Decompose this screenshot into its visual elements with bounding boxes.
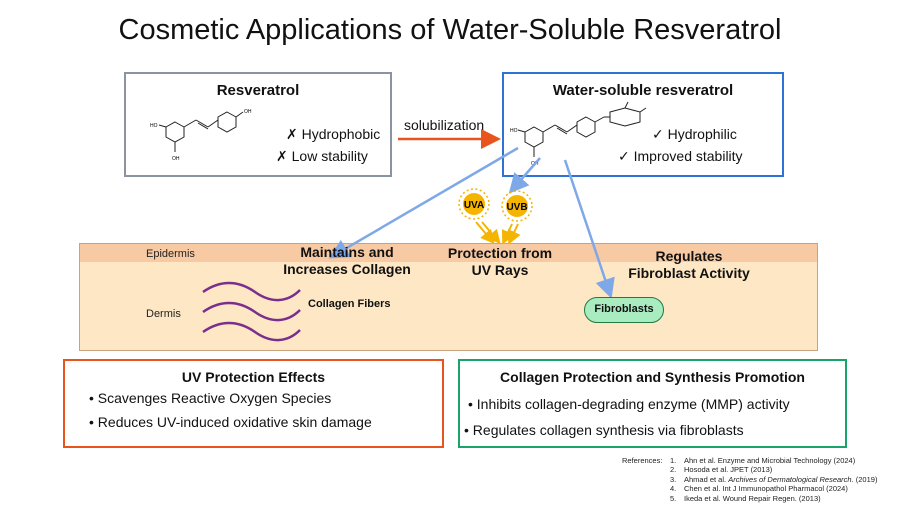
uv-protection-title: UV Protection Effects	[181, 369, 326, 385]
res-oh-label: OH	[244, 109, 252, 115]
collagen-fibers-icon	[202, 281, 301, 342]
arrow-to-collagen	[328, 146, 519, 259]
uva-sun-icon	[458, 188, 490, 220]
hydrophobic-prop: ✗ Hydrophobic	[286, 126, 381, 142]
collagen-protection-box: Collagen Protection and Synthesis Promot…	[458, 359, 847, 448]
resveratrol-box: Resveratrol ✗ Hydrophobic ✗ Low stabilit…	[124, 72, 392, 177]
references-label: References:	[622, 456, 663, 465]
res-oh2-label: OH	[172, 156, 180, 162]
solubilization-label: solubilization	[404, 117, 485, 133]
page-title: Cosmetic Applications of Water-Soluble R…	[118, 14, 782, 46]
reference-item: 4.Chen et al. Int J Immunopathol Pharmac…	[670, 484, 848, 494]
uv-ray-2	[481, 221, 501, 245]
hydrophilic-prop: ✓ Hydrophilic	[652, 126, 737, 142]
arrow-to-uv	[508, 157, 541, 194]
collagen-bullet-2: • Regulates collagen synthesis via fibro…	[464, 422, 744, 438]
res-ho-label: HO	[150, 123, 158, 129]
uv-bullet-1: • Scavenges Reactive Oxygen Species	[89, 390, 332, 406]
uvb-sun-icon	[501, 190, 533, 222]
epidermis-label: Epidermis	[146, 248, 195, 260]
uvb-label: UVB	[506, 202, 527, 213]
collagen-fibers-label: Collagen Fibers	[308, 298, 391, 310]
water-soluble-box: Water-soluble resveratrol ✓ Hydrophilic …	[502, 72, 784, 177]
collagen-protection-title: Collagen Protection and Synthesis Promot…	[500, 369, 805, 385]
arrow-to-fibroblasts	[563, 159, 615, 299]
ws-ho-label: HO	[510, 128, 518, 134]
dermis-label: Dermis	[146, 308, 181, 320]
water-soluble-molecule-icon	[517, 101, 647, 157]
uva-label: UVA	[464, 200, 484, 211]
references: References:1.Ahn et al. Enzyme and Micro…	[622, 456, 877, 503]
uv-bullet-2: • Reduces UV-induced oxidative skin dama…	[89, 414, 372, 430]
reference-item: 5.Ikeda et al. Wound Repair Regen. (2013…	[670, 493, 821, 503]
reference-item: References:1.Ahn et al. Enzyme and Micro…	[622, 456, 856, 465]
resveratrol-title: Resveratrol	[216, 82, 300, 99]
improved-stability-prop: ✓ Improved stability	[618, 148, 743, 164]
collagen-bullet-1: • Inhibits collagen-degrading enzyme (MM…	[468, 396, 790, 412]
reference-item: 3.Ahmad et al. Archives of Dermatologica…	[670, 474, 878, 484]
uv-ray-4	[507, 223, 521, 245]
low-stability-prop: ✗ Low stability	[276, 148, 368, 164]
water-soluble-title: Water-soluble resveratrol	[552, 82, 734, 99]
resveratrol-molecule-icon	[158, 111, 244, 152]
fibroblasts-badge: Fibroblasts	[584, 297, 664, 323]
dermis-layer	[79, 262, 818, 351]
uv-protection-box: UV Protection Effects • Scavenges Reacti…	[63, 359, 444, 448]
reference-item: 2.Hosoda et al. JPET (2013)	[670, 465, 773, 475]
